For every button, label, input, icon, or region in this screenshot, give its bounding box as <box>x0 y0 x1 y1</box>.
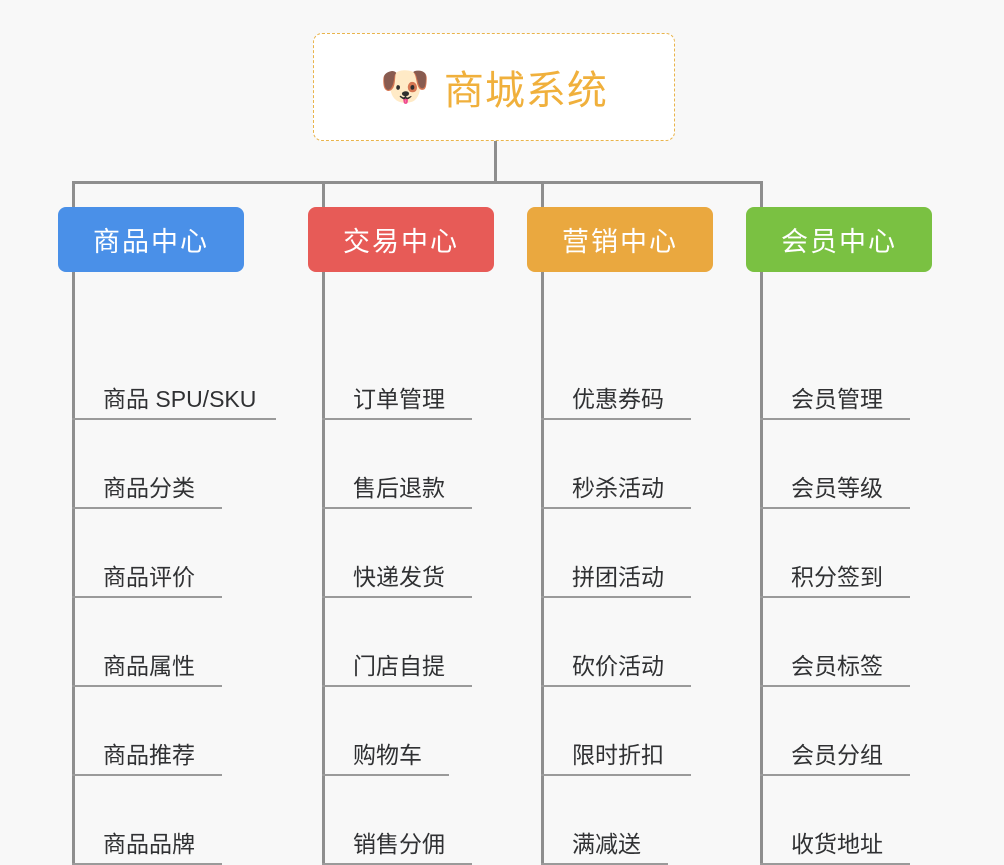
leaf-item-rule <box>322 774 449 776</box>
root-node[interactable]: 🐶 商城系统 <box>313 33 675 141</box>
leaf-item-label: 收货地址 <box>791 831 883 857</box>
branch-header-marketing-center[interactable]: 营销中心 <box>527 207 713 272</box>
branch-bus <box>72 181 763 184</box>
branch-marketing-center: 营销中心优惠券码秒杀活动拼团活动砍价活动限时折扣满减送 <box>527 207 713 865</box>
leaf-item-label: 销售分佣 <box>353 831 445 857</box>
branch-header-label: 商品中心 <box>93 227 209 257</box>
mindmap-canvas: 🐶 商城系统 商品中心商品 SPU/SKU 商品分类商品评价商品属性商品推荐商品品… <box>58 33 932 865</box>
leaf-item-label: 限时折扣 <box>572 742 664 768</box>
branch-spine <box>322 272 325 865</box>
branch-header-product-center[interactable]: 商品中心 <box>58 207 244 272</box>
leaf-item-label: 快递发货 <box>353 564 445 590</box>
branch-spine <box>760 272 763 865</box>
leaf-item-label: 商品品牌 <box>103 831 195 857</box>
branch-header-trade-center[interactable]: 交易中心 <box>308 207 494 272</box>
leaf-item-rule <box>760 596 910 598</box>
leaf-item-label: 会员等级 <box>791 475 883 501</box>
leaf-item-label: 会员标签 <box>791 653 883 679</box>
leaf-item-label: 售后退款 <box>353 475 445 501</box>
leaf-item-rule <box>760 774 910 776</box>
leaf-item-rule <box>72 418 276 420</box>
branch-product-center: 商品中心商品 SPU/SKU 商品分类商品评价商品属性商品推荐商品品牌 <box>58 207 276 865</box>
leaf-item-label: 砍价活动 <box>572 653 664 679</box>
leaf-item-rule <box>72 507 222 509</box>
leaf-item-label: 满减送 <box>572 831 641 857</box>
leaf-item-rule <box>322 507 472 509</box>
leaf-item-label: 门店自提 <box>353 653 445 679</box>
leaf-item-rule <box>322 685 472 687</box>
leaf-item-rule <box>541 507 691 509</box>
leaf-item-rule <box>322 418 472 420</box>
branch-member-center: 会员中心会员管理会员等级积分签到会员标签会员分组收货地址 <box>746 207 932 865</box>
leaf-item-label: 订单管理 <box>353 386 445 412</box>
leaf-item-rule <box>541 596 691 598</box>
branch-header-label: 交易中心 <box>343 227 459 257</box>
leaf-item-label: 会员管理 <box>791 386 883 412</box>
leaf-item-label: 商品评价 <box>103 564 195 590</box>
leaf-item-label: 商品属性 <box>103 653 195 679</box>
leaf-item-rule <box>760 507 910 509</box>
root-title: 商城系统 <box>443 69 608 113</box>
leaf-item-label: 会员分组 <box>791 742 883 768</box>
leaf-item-label: 优惠券码 <box>572 386 664 412</box>
leaf-item-label: 拼团活动 <box>572 564 664 590</box>
branch-drop-product-center <box>72 181 75 207</box>
branch-drop-marketing-center <box>541 181 544 207</box>
branch-spine <box>72 272 75 865</box>
leaf-item-label: 商品推荐 <box>103 742 195 768</box>
leaf-item-rule <box>72 596 222 598</box>
leaf-item-rule <box>760 685 910 687</box>
branch-drop-member-center <box>760 181 763 207</box>
leaf-item-rule <box>541 774 691 776</box>
leaf-item-rule <box>322 596 472 598</box>
leaf-item-rule <box>72 774 222 776</box>
leaf-item-rule <box>541 418 691 420</box>
leaf-item-label: 秒杀活动 <box>572 475 664 501</box>
leaf-item-rule <box>760 418 910 420</box>
branch-spine <box>541 272 544 865</box>
shiba-dog-face-icon: 🐶 <box>380 65 430 109</box>
root-stem <box>494 141 497 181</box>
branch-header-label: 会员中心 <box>781 227 897 257</box>
branch-drop-trade-center <box>322 181 325 207</box>
leaf-item-label: 积分签到 <box>791 564 883 590</box>
branch-header-label: 营销中心 <box>562 227 678 257</box>
leaf-item-label: 商品 SPU/SKU <box>103 386 257 412</box>
leaf-item-rule <box>541 685 691 687</box>
branch-header-member-center[interactable]: 会员中心 <box>746 207 932 272</box>
leaf-item-rule <box>72 685 222 687</box>
branch-trade-center: 交易中心订单管理售后退款快递发货门店自提购物车销售分佣 <box>308 207 494 865</box>
leaf-item-label: 商品分类 <box>103 475 195 501</box>
leaf-item-label: 购物车 <box>353 742 422 768</box>
